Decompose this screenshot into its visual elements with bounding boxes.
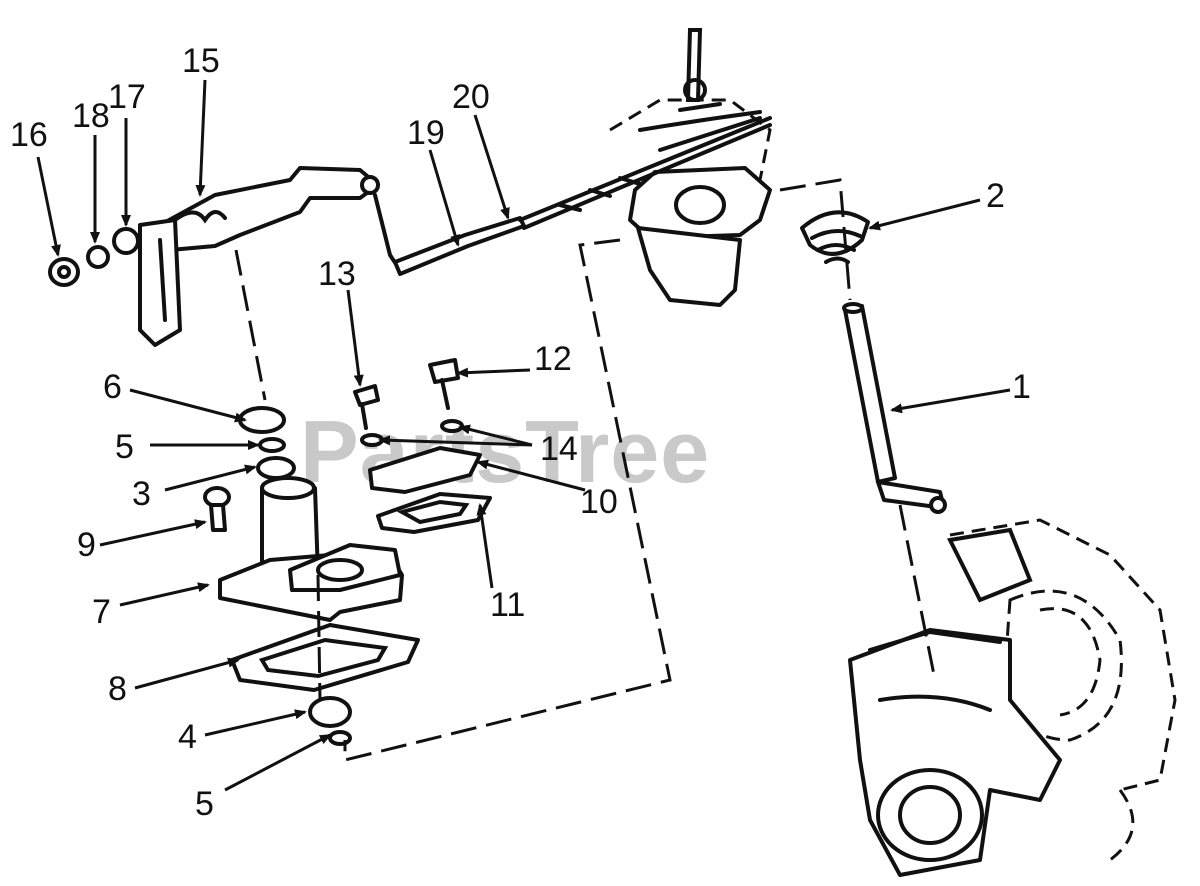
governor-lever: [138, 166, 380, 401]
mounting-adapter: [218, 476, 404, 622]
governor-shaft: [842, 302, 947, 681]
hardware-16-17-18: [48, 227, 140, 287]
watermark: PartsTree: [300, 402, 710, 501]
callout-19: 19: [407, 114, 445, 152]
callout-4: 4: [178, 718, 197, 756]
gasket-8: [230, 623, 420, 692]
assembly-line-adapter: [316, 574, 322, 701]
callout-13: 13: [318, 255, 356, 293]
callout-15: 15: [182, 42, 220, 80]
governor-spring: [779, 178, 870, 301]
callout-arrows: [36, 79, 1011, 792]
assembly-line-left: [343, 238, 672, 762]
callout-12: 12: [534, 340, 572, 378]
callout-11: 11: [490, 586, 525, 624]
callout-7: 7: [92, 593, 111, 631]
callout-2: 2: [986, 177, 1005, 215]
callout-6: 6: [103, 368, 122, 406]
callout-17: 17: [108, 78, 146, 116]
callout-18: 18: [72, 97, 110, 135]
cover-plate-and-gasket: [353, 358, 492, 534]
callout-9: 9: [77, 526, 96, 564]
bolt-9: [203, 486, 231, 532]
callout-16: 16: [10, 116, 48, 154]
engine-block: [848, 518, 1177, 877]
callout-20: 20: [452, 78, 490, 116]
carburetor: [609, 28, 772, 307]
callout-8: 8: [108, 670, 127, 708]
callout-10: 10: [580, 483, 618, 521]
callout-14: 14: [540, 430, 578, 468]
callout-3: 3: [132, 475, 151, 513]
callout-5-upper: 5: [115, 428, 134, 466]
callout-labels: 1 2 3 4 5 5 6 7 8 9 10 11 12 13 14 15 16…: [10, 42, 1031, 823]
callout-1: 1: [1012, 368, 1031, 406]
callout-5-lower: 5: [195, 785, 214, 823]
